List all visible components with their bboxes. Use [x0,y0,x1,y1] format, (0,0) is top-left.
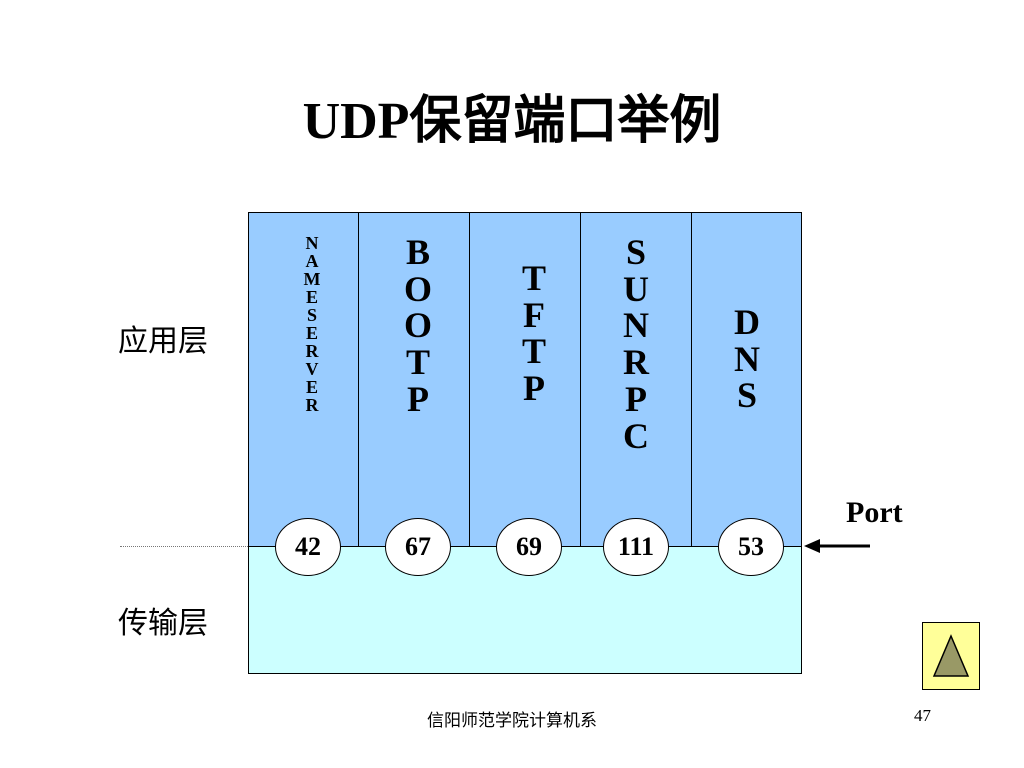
footer-institution: 信阳师范学院计算机系 [427,711,597,731]
column-divider [358,212,359,547]
application-layer-label: 应用层 [118,324,208,359]
application-layer-box [248,212,802,547]
nav-up-button[interactable] [922,622,980,690]
protocol-sunrpc-label: S U N R P C [623,232,649,456]
port-number-dns: 53 [718,518,784,576]
port-number-tftp: 69 [496,518,562,576]
port-arrow-icon [804,539,870,553]
column-divider [580,212,581,547]
slide-title: UDP保留端口举例 [302,93,722,150]
protocol-dns-label: D N S [734,302,760,416]
page-number: 47 [914,706,931,725]
protocol-tftp-label: T F T P [521,258,546,409]
protocol-nameserver-label: N A M E S E R V E R [303,233,321,415]
column-divider [691,212,692,547]
triangle-up-icon [932,634,970,677]
port-number-sunrpc: 111 [603,518,669,576]
protocol-bootp-label: B O O T P [403,232,432,419]
port-number-bootp: 67 [385,518,451,576]
port-label: Port [846,496,903,529]
transport-layer-label: 传输层 [118,606,208,641]
column-divider [469,212,470,547]
layer-boundary-line [120,546,248,547]
port-number-nameserver: 42 [275,518,341,576]
